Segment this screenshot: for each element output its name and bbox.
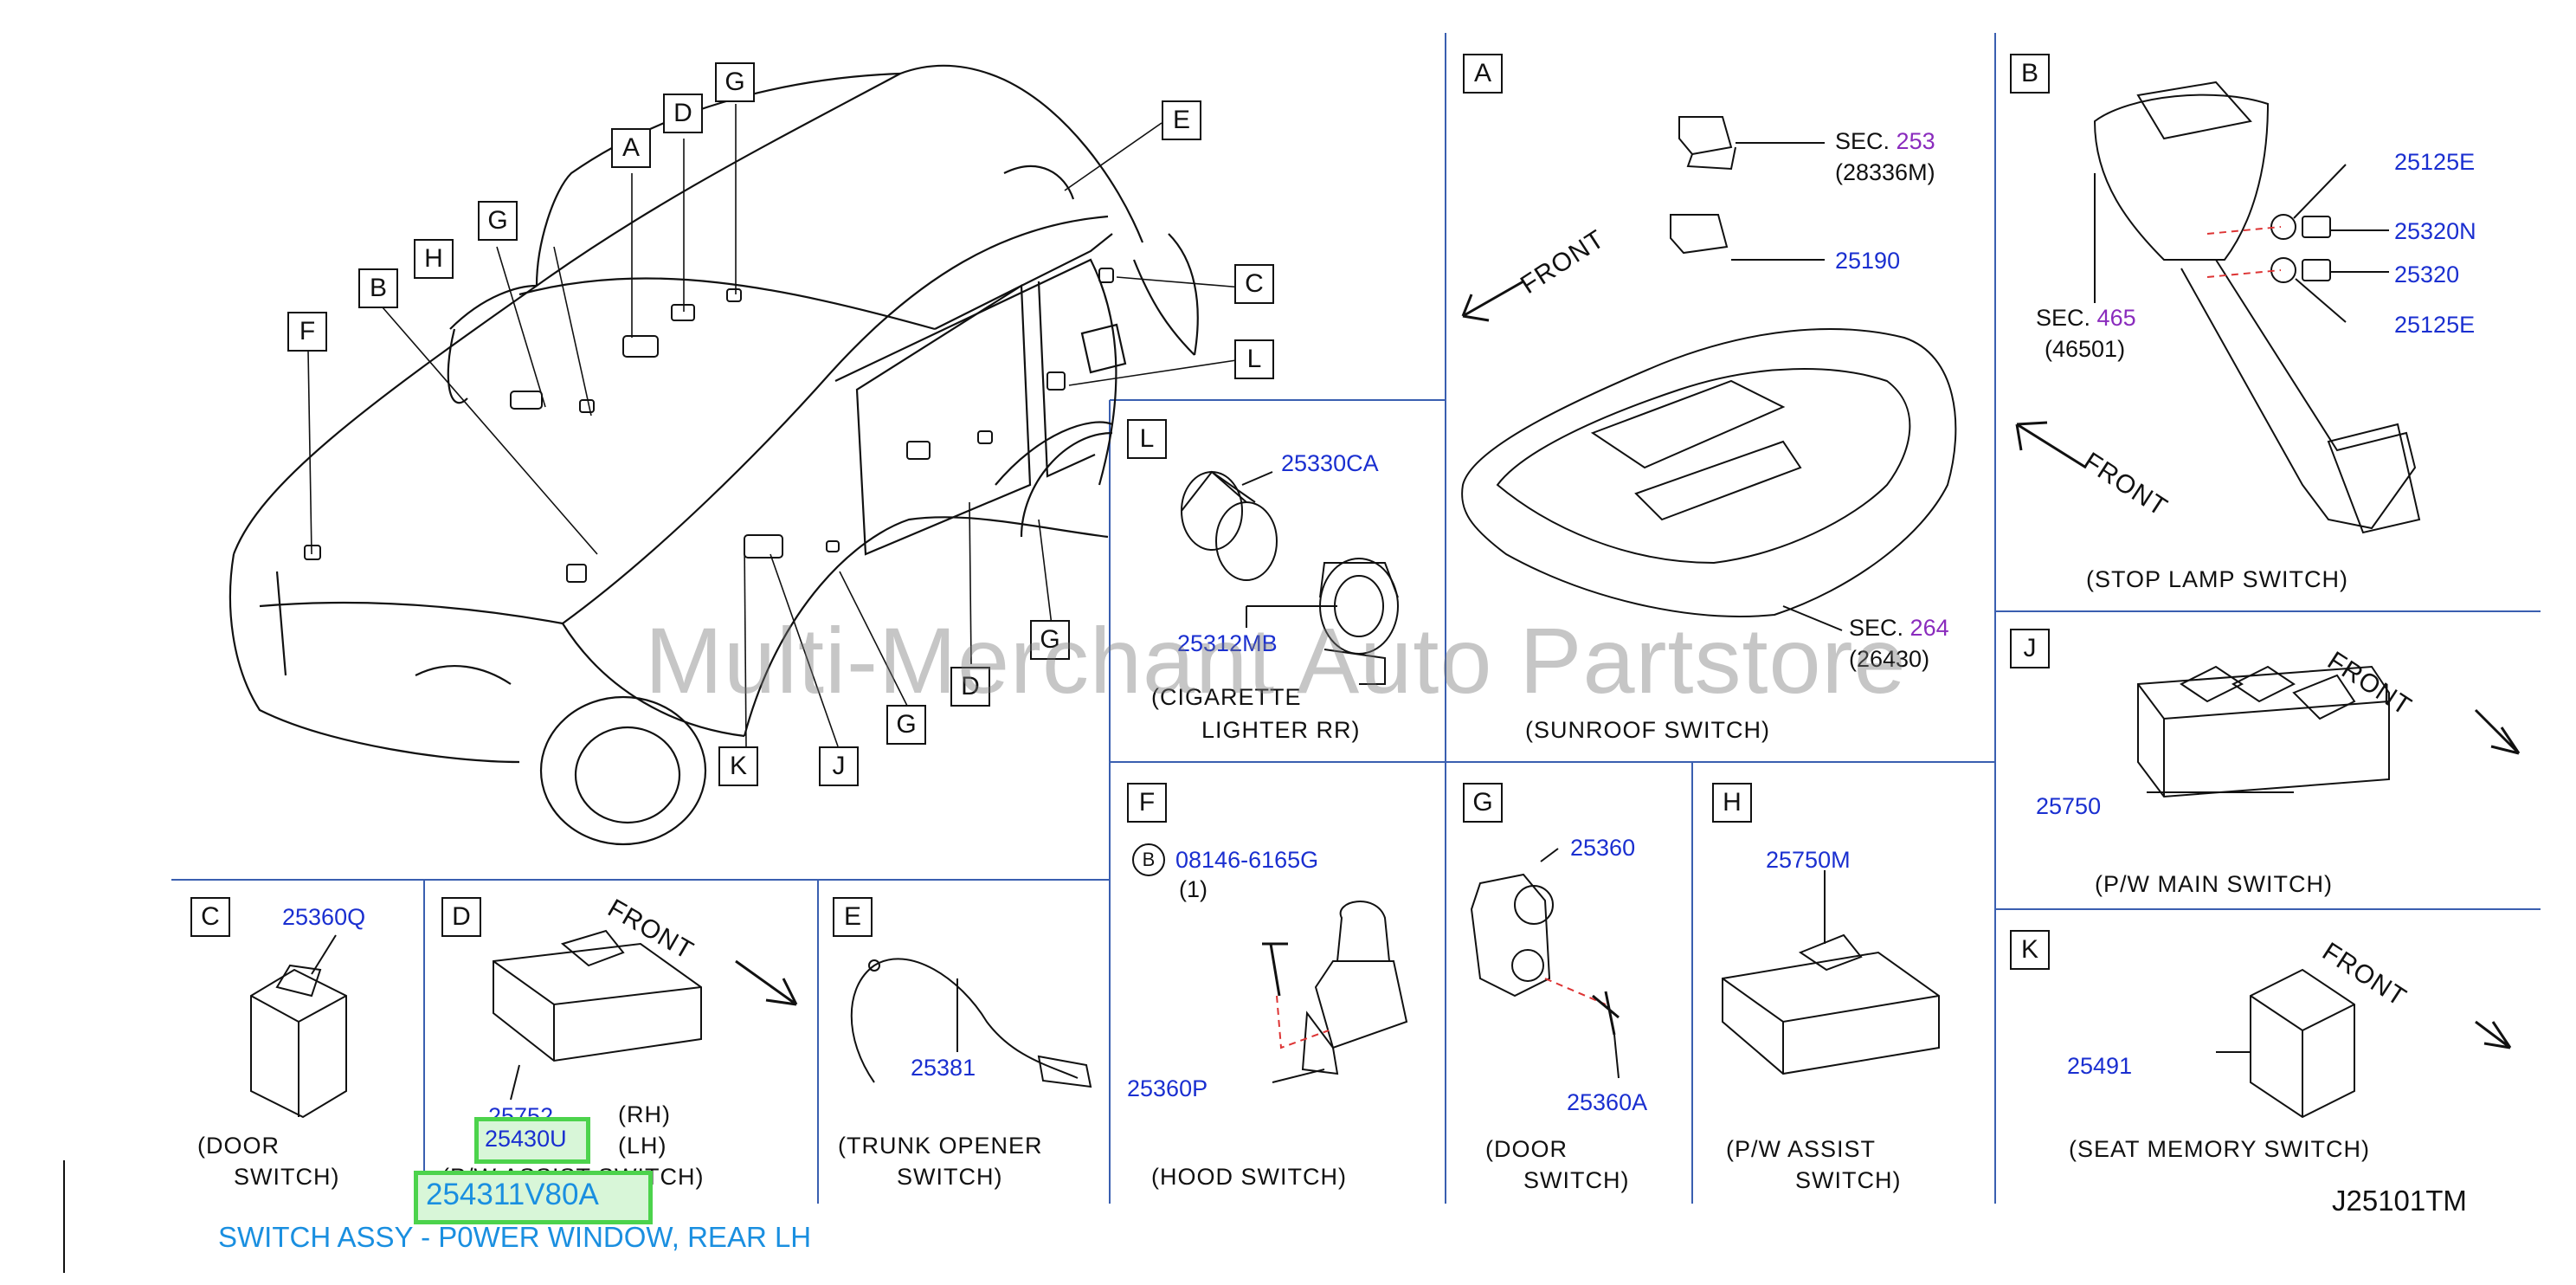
panel-k-caption: (SEAT MEMORY SWITCH) — [2069, 1136, 2371, 1162]
panel-e-caption-2: SWITCH) — [897, 1164, 1003, 1190]
panel-b-part-25125e-bottom[interactable]: 25125E — [2394, 312, 2476, 338]
panel-f-caption: (HOOD SWITCH) — [1151, 1164, 1347, 1190]
panel-b-sec-465-code: (46501) — [2045, 336, 2126, 362]
panel-l-caption-2: LIGHTER RR) — [1201, 717, 1361, 743]
vehicle-callout-h: H — [414, 239, 454, 279]
panel-j-part-25750[interactable]: 25750 — [2036, 793, 2102, 819]
panel-f-bolt-qty: (1) — [1179, 876, 1208, 902]
panel-l-part-25330ca[interactable]: 25330CA — [1281, 450, 1379, 476]
panel-b-part-25125e-top[interactable]: 25125E — [2394, 149, 2476, 175]
panel-a-sec-264-code: (26430) — [1849, 646, 1930, 672]
panel-a-sec-253: SEC. 253 — [1835, 128, 1935, 154]
panel-j-caption: (P/W MAIN SWITCH) — [2095, 871, 2333, 897]
highlighted-part-number[interactable]: 254311V80A — [426, 1178, 599, 1211]
panel-b-caption: (STOP LAMP SWITCH) — [2086, 566, 2349, 592]
panel-e-part-25381[interactable]: 25381 — [911, 1055, 976, 1081]
vehicle-callout-k: K — [718, 746, 758, 786]
highlighted-part-description: SWITCH ASSY - P0WER WINDOW, REAR LH — [218, 1221, 812, 1253]
panel-c-caption-2: SWITCH) — [234, 1164, 340, 1190]
panel-j-letter: J — [2010, 629, 2050, 668]
panel-e-letter: E — [833, 897, 873, 937]
panel-f-letter: F — [1127, 783, 1167, 823]
panel-e-caption-1: (TRUNK OPENER — [838, 1133, 1043, 1159]
panel-b-part-25320n[interactable]: 25320N — [2394, 218, 2476, 244]
store-watermark: Multi-Merchant Auto Partstore — [645, 608, 1907, 713]
panel-l-letter: L — [1127, 419, 1167, 459]
panel-d-lh-label: (LH) — [618, 1133, 667, 1159]
panel-g-part-25360a[interactable]: 25360A — [1567, 1089, 1648, 1115]
vehicle-callout-a: A — [611, 128, 651, 168]
panel-g-caption-1: (DOOR — [1485, 1136, 1568, 1162]
panel-g-letter: G — [1463, 783, 1503, 823]
panel-b-part-25320[interactable]: 25320 — [2394, 262, 2460, 287]
panel-k-part-25491[interactable]: 25491 — [2067, 1053, 2133, 1079]
panel-c-part-25360q[interactable]: 25360Q — [282, 904, 366, 930]
panel-h-caption-2: SWITCH) — [1795, 1167, 1902, 1193]
vehicle-callout-b: B — [358, 268, 398, 308]
panel-d-lh-highlight — [474, 1117, 590, 1164]
panel-h-caption-1: (P/W ASSIST — [1726, 1136, 1877, 1162]
vehicle-callout-e: E — [1162, 100, 1201, 140]
panel-d-letter: D — [441, 897, 481, 937]
panel-g-caption-2: SWITCH) — [1523, 1167, 1630, 1193]
vehicle-callout-l: L — [1234, 339, 1274, 379]
panel-l-caption-1: (CIGARETTE — [1151, 684, 1302, 710]
vehicle-callout-g-right: G — [1030, 620, 1070, 660]
panel-b-letter: B — [2010, 54, 2050, 94]
vehicle-callout-j: J — [819, 746, 859, 786]
vehicle-callout-d-top: D — [663, 94, 703, 133]
vehicle-callout-f: F — [287, 312, 327, 352]
panel-a-part-25190[interactable]: 25190 — [1835, 248, 1901, 274]
panel-d-rh-label: (RH) — [618, 1101, 671, 1127]
panel-a-sec-253-code: (28336M) — [1835, 159, 1935, 185]
panel-c-letter: C — [190, 897, 230, 937]
panel-b-sec-465: SEC. 465 — [2036, 305, 2136, 331]
panel-k-letter: K — [2010, 930, 2050, 970]
panel-l-part-25312mb[interactable]: 25312MB — [1177, 630, 1278, 656]
vehicle-callout-d-bottom: D — [950, 667, 990, 707]
vehicle-callout-c: C — [1234, 264, 1274, 304]
vehicle-callout-g-bottom: G — [886, 705, 926, 745]
vehicle-callout-g-top: G — [715, 62, 755, 102]
panel-f-bolt-marker: B — [1132, 843, 1165, 876]
panel-f-part-25360p[interactable]: 25360P — [1127, 1075, 1208, 1101]
panel-a-caption: (SUNROOF SWITCH) — [1525, 717, 1770, 743]
vehicle-callout-g-mid: G — [478, 201, 518, 241]
panel-a-letter: A — [1463, 54, 1503, 94]
panel-d-part-25430u[interactable]: 25430U — [485, 1126, 567, 1152]
highlight-box — [414, 1171, 653, 1224]
vehicle-outline — [229, 64, 1199, 846]
panel-h-part-25750m[interactable]: 25750M — [1766, 847, 1851, 873]
panel-a-sec-264: SEC. 264 — [1849, 615, 1949, 641]
diagram-reference: J25101TM — [2332, 1185, 2467, 1217]
panel-h-letter: H — [1712, 783, 1752, 823]
panel-f-part-08146-6165g[interactable]: 08146-6165G — [1175, 847, 1319, 873]
panel-c-caption-1: (DOOR — [197, 1133, 280, 1159]
panel-g-part-25360[interactable]: 25360 — [1570, 835, 1636, 861]
